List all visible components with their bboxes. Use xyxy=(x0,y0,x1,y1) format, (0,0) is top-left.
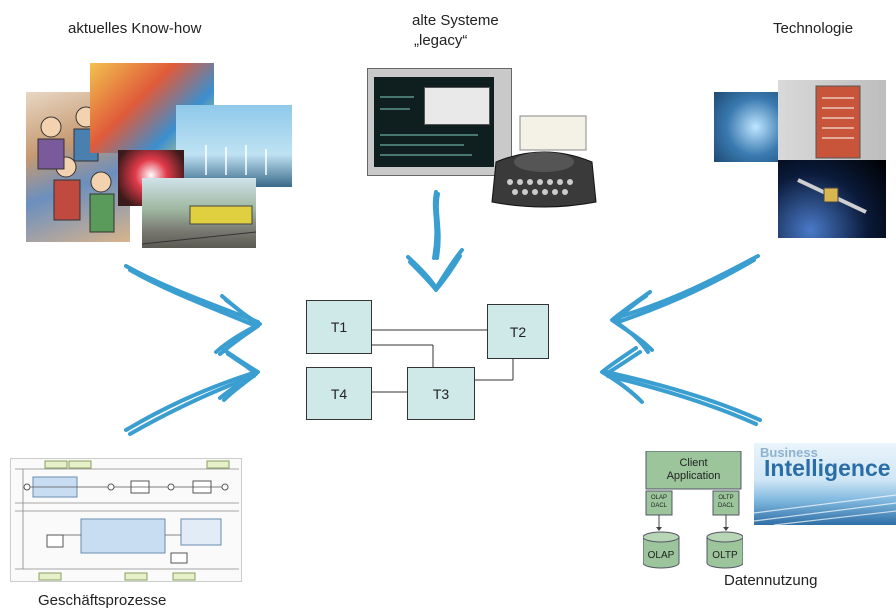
olap-dacl-line2: DACL xyxy=(650,503,667,509)
arrow-right-lower-left xyxy=(124,348,260,436)
oltp-dacl-line2: DACL xyxy=(717,503,734,509)
client-architecture-diagram: Client Application OLAP DACL OLTP DACL O… xyxy=(643,451,743,583)
arrow-right-upper-left xyxy=(124,264,262,356)
arrow-left-upper-right xyxy=(610,254,760,354)
node-t2: T2 xyxy=(487,304,549,359)
node-t2-label: T2 xyxy=(509,323,527,340)
label-legacy-line2: „legacy“ xyxy=(414,32,468,49)
olap-dacl-line1: OLAP xyxy=(650,495,667,501)
satellite-photo xyxy=(778,160,886,238)
node-t4: T4 xyxy=(306,367,372,420)
process-diagram-thumbnail xyxy=(10,458,242,582)
label-technology: Technologie xyxy=(773,20,854,37)
connector-lines xyxy=(372,329,514,393)
node-t1: T1 xyxy=(306,300,372,354)
oltp-dacl-line1: OLTP xyxy=(718,495,734,501)
terminal-screenshot xyxy=(367,68,512,176)
label-processes: Geschäftsprozesse xyxy=(38,592,167,609)
typewriter-photo xyxy=(488,112,600,212)
label-data-usage: Datennutzung xyxy=(724,572,818,589)
label-legacy-line1: alte Systeme xyxy=(412,12,499,29)
label-know-how: aktuelles Know-how xyxy=(68,20,202,37)
olap-database: OLAP xyxy=(647,550,675,561)
node-t4-label: T4 xyxy=(330,385,348,402)
train-photo xyxy=(142,178,256,248)
arrow-left-lower-right xyxy=(600,346,762,426)
arrow-down-center xyxy=(406,190,464,292)
business-intelligence-image: Business Intelligence xyxy=(754,443,896,525)
node-t3-label: T3 xyxy=(432,385,450,402)
olap-dacl-box: OLAP DACL xyxy=(646,494,672,510)
client-application-line2: Application xyxy=(666,470,721,482)
oltp-dacl-box: OLTP DACL xyxy=(713,494,739,510)
oltp-database: OLTP xyxy=(712,550,738,561)
client-application-line1: Client xyxy=(679,457,708,469)
client-application-box: Client Application xyxy=(646,457,741,483)
node-t3: T3 xyxy=(407,367,475,420)
intelligence-word: Intelligence xyxy=(764,455,891,481)
server-photo xyxy=(778,80,886,162)
node-t1-label: T1 xyxy=(330,319,348,335)
windmills-photo xyxy=(176,105,292,187)
business-word: Business xyxy=(760,445,818,460)
